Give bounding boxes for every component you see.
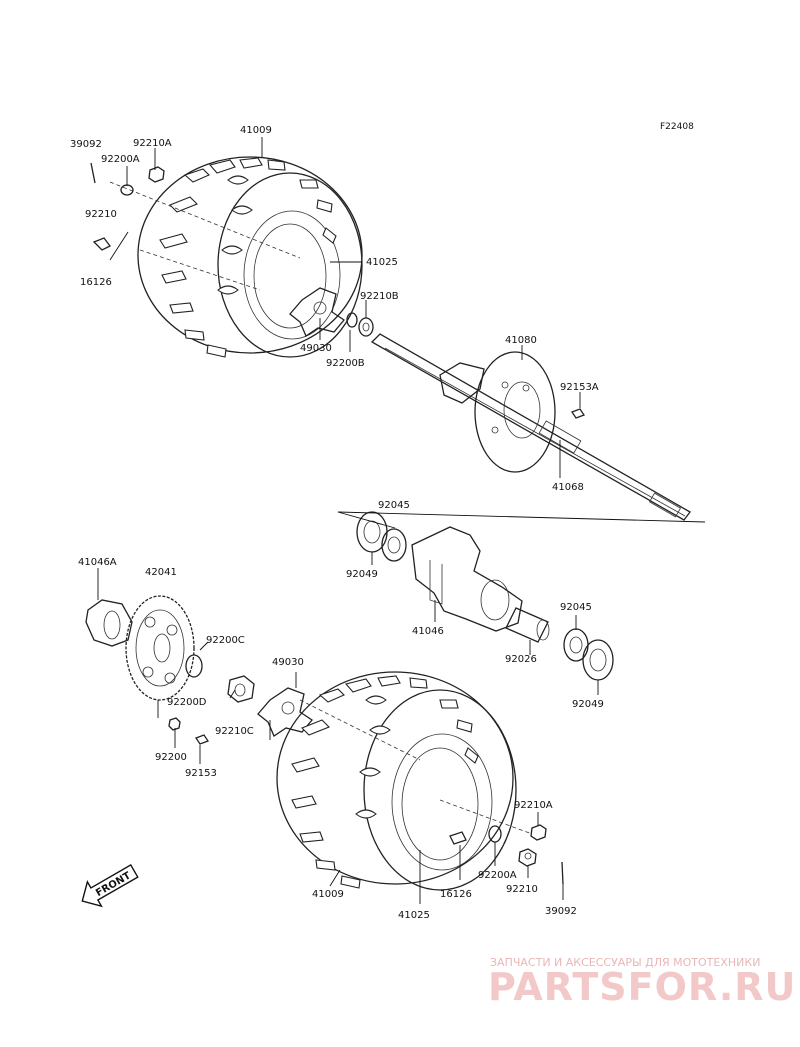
label-49030-top: 49030 bbox=[300, 343, 332, 354]
label-92200C: 92200C bbox=[206, 635, 245, 646]
sprocket-hub bbox=[85, 599, 133, 647]
label-92200A-top: 92200A bbox=[101, 154, 140, 165]
label-16126-top: 16126 bbox=[80, 277, 112, 288]
label-92210-top: 92210 bbox=[85, 209, 117, 220]
front-arrow: FRONT bbox=[81, 863, 139, 908]
label-92153: 92153 bbox=[185, 768, 217, 779]
label-41025-bottom: 41025 bbox=[398, 910, 430, 921]
label-92210-bottom: 92210 bbox=[506, 884, 538, 895]
bolt-92153A bbox=[571, 408, 585, 419]
label-39092-top: 39092 bbox=[70, 139, 102, 150]
axle-shaft bbox=[370, 333, 691, 521]
label-41009-bottom: 41009 bbox=[312, 889, 344, 900]
stud-16126-top bbox=[92, 231, 129, 261]
label-41046A: 41046A bbox=[78, 557, 117, 568]
label-92210B: 92210B bbox=[360, 291, 399, 302]
label-41046: 41046 bbox=[412, 626, 444, 637]
label-92045-top: 92045 bbox=[378, 500, 410, 511]
label-92210C: 92210C bbox=[215, 726, 254, 737]
sprocket bbox=[125, 595, 195, 701]
top-axle-nut bbox=[358, 317, 374, 337]
washer-92200A-top bbox=[120, 184, 134, 196]
label-49030-bottom: 49030 bbox=[272, 657, 304, 668]
label-92049-left: 92049 bbox=[346, 569, 378, 580]
bottom-hub bbox=[257, 687, 313, 737]
label-92200: 92200 bbox=[155, 752, 187, 763]
bearing-92045-right bbox=[563, 628, 589, 662]
cotter-pin-top bbox=[90, 162, 96, 184]
bearing-92045-left bbox=[381, 528, 407, 562]
watermark-tagline: ЗАПЧАСТИ И АКСЕССУАРЫ ДЛЯ МОТОТЕХНИКИ bbox=[490, 956, 760, 969]
label-92200D: 92200D bbox=[167, 697, 207, 708]
nut-92200 bbox=[168, 717, 181, 731]
label-41068: 41068 bbox=[552, 482, 584, 493]
label-39092-bottom: 39092 bbox=[545, 906, 577, 917]
label-41009-top: 41009 bbox=[240, 125, 272, 136]
cotter-pin-bottom bbox=[561, 861, 564, 885]
bottom-tire bbox=[276, 671, 533, 891]
label-41080: 41080 bbox=[505, 335, 537, 346]
label-42041: 42041 bbox=[145, 567, 177, 578]
top-tire bbox=[109, 156, 363, 358]
seal-92049-right bbox=[582, 639, 614, 681]
label-92200A-bottom: 92200A bbox=[478, 870, 517, 881]
label-92210A-top: 92210A bbox=[133, 138, 172, 149]
nut-92210A-top bbox=[148, 166, 165, 183]
nut-92200D bbox=[227, 675, 255, 703]
label-92026: 92026 bbox=[505, 654, 537, 665]
label-41025-top: 41025 bbox=[366, 257, 398, 268]
brake-disc-flange bbox=[439, 351, 556, 473]
leader-lines bbox=[97, 137, 599, 904]
label-92045-right: 92045 bbox=[560, 602, 592, 613]
stud-16126-bottom bbox=[449, 831, 467, 845]
spacer-92200C bbox=[185, 654, 203, 678]
axle-carrier bbox=[411, 526, 523, 632]
top-washer bbox=[346, 312, 358, 328]
watermark-logo: PARTSFOR.RU bbox=[488, 965, 796, 1009]
label-16126-bottom: 16126 bbox=[440, 889, 472, 900]
label-92210A-bottom: 92210A bbox=[514, 800, 553, 811]
watermark: ЗАПЧАСТИ И АКСЕССУАРЫ ДЛЯ МОТОТЕХНИКИ PA… bbox=[488, 956, 796, 1009]
nut-92210-bottom bbox=[518, 848, 537, 867]
label-92049-right: 92049 bbox=[572, 699, 604, 710]
bolt-92153 bbox=[195, 734, 209, 745]
label-92153A: 92153A bbox=[560, 382, 599, 393]
top-hub bbox=[289, 287, 345, 337]
nut-92210A-bottom bbox=[530, 824, 547, 841]
spacer-92026 bbox=[505, 607, 550, 643]
label-92200B: 92200B bbox=[326, 358, 365, 369]
figure-code: F22408 bbox=[660, 122, 694, 132]
